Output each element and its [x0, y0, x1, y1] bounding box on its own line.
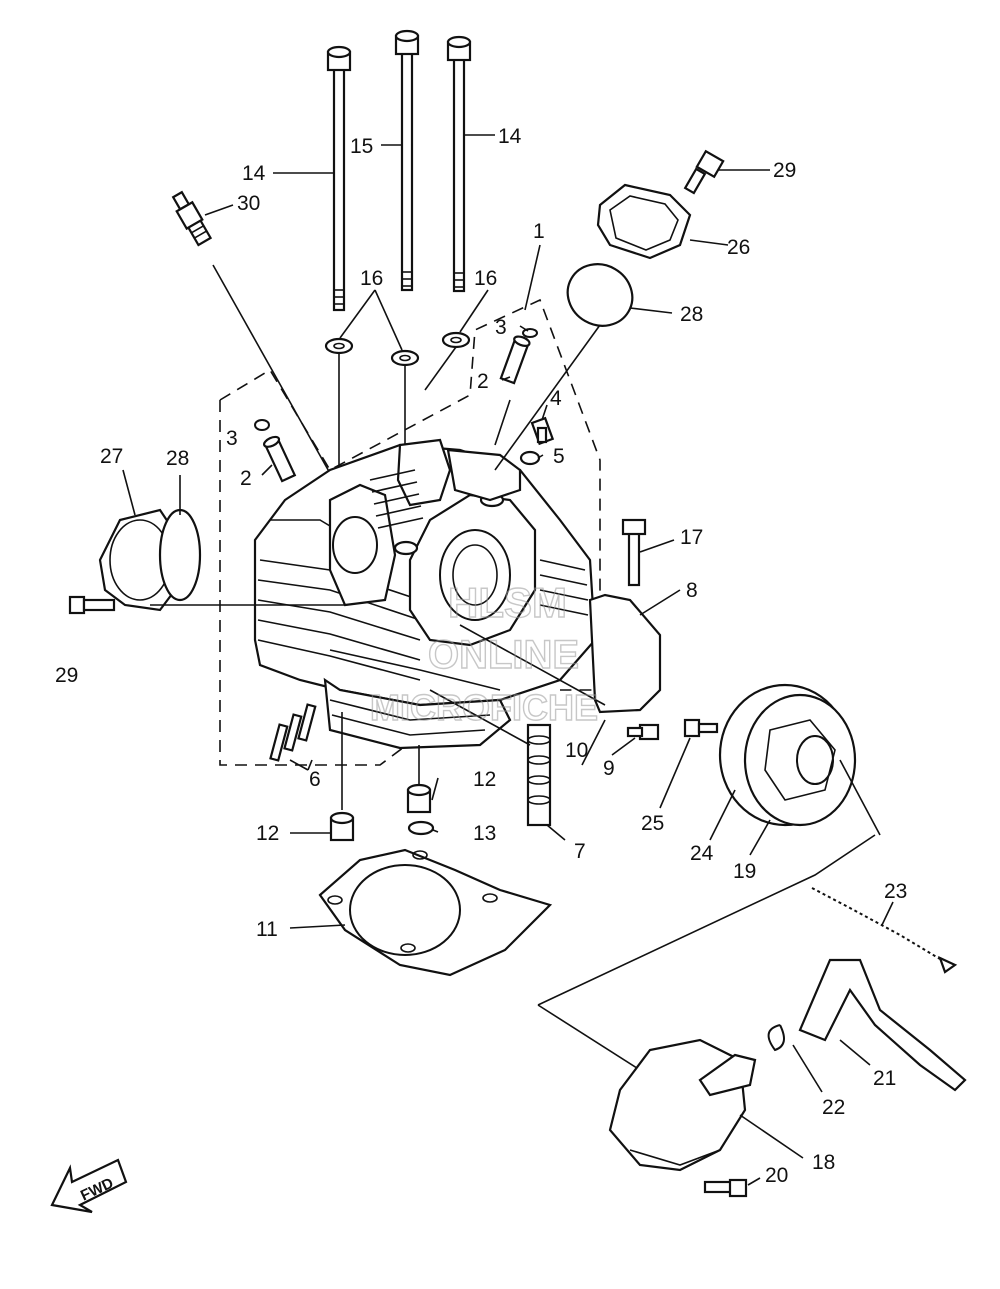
- valve-guide-right: [499, 335, 531, 385]
- callout-30: 30: [237, 192, 260, 215]
- callout-10: 10: [565, 739, 588, 762]
- callout-8: 8: [686, 579, 698, 602]
- callout-27: 27: [100, 445, 123, 468]
- callout-3: 3: [226, 427, 238, 450]
- callout-6: 6: [309, 768, 321, 791]
- hose-clip: [767, 1024, 785, 1052]
- cover-bolt: [703, 1178, 748, 1198]
- callout-14: 14: [242, 162, 266, 185]
- cap-bolt-right: [683, 149, 725, 195]
- cable-tie: [811, 887, 958, 974]
- callout-14: 14: [498, 125, 522, 148]
- callout-25: 25: [641, 812, 664, 835]
- watermark-line-3: MICROFICHE: [370, 687, 598, 728]
- seal-washer: [407, 820, 435, 836]
- callout-1: 1: [533, 220, 545, 243]
- callout-12: 12: [473, 768, 496, 791]
- fwd-arrow-icon: FWD: [50, 1158, 128, 1214]
- spark-plug: [171, 190, 213, 247]
- breather-cover: [608, 1038, 757, 1172]
- callout-5: 5: [553, 445, 565, 468]
- callout-16: 16: [360, 267, 383, 290]
- callout-26: 26: [727, 236, 750, 259]
- washer: [324, 331, 471, 367]
- cylinder-head-bolt: [326, 45, 352, 312]
- dowel-pin: [329, 783, 432, 842]
- circlip-right: [522, 328, 538, 338]
- callout-29: 29: [773, 159, 796, 182]
- leader-lines: [122, 134, 894, 1186]
- watermark-line-2: ONLINE: [428, 633, 579, 677]
- watermark: HLSM ONLINE MICROFICHE: [369, 578, 598, 728]
- callout-24: 24: [690, 842, 714, 865]
- dowel-pin-set: [269, 703, 317, 762]
- callout-2: 2: [477, 370, 489, 393]
- callout-17: 17: [680, 526, 703, 549]
- callout-2: 2: [240, 467, 252, 490]
- side-gasket: [588, 593, 662, 714]
- cap-bolt-left: [68, 595, 116, 615]
- hollow-bolt: [683, 718, 719, 738]
- callout-11: 11: [256, 918, 278, 941]
- drain-bolt: [626, 723, 660, 741]
- valve-guide-left: [263, 435, 297, 483]
- callout-13: 13: [473, 822, 496, 845]
- breather-hose: [798, 958, 967, 1092]
- plug-bolt: [530, 416, 555, 446]
- callout-3: 3: [495, 316, 507, 339]
- long-stud-bolt: [394, 29, 420, 292]
- callout-15: 15: [350, 135, 373, 158]
- camshaft-cap: [743, 693, 857, 827]
- callout-4: 4: [550, 387, 562, 410]
- callout-19: 19: [733, 860, 756, 883]
- callout-9: 9: [603, 757, 615, 780]
- circlip-left: [254, 419, 270, 431]
- callout-7: 7: [574, 840, 586, 863]
- callout-12: 12: [256, 822, 279, 845]
- o-ring-left: [158, 508, 202, 602]
- callout-labels: 1 2 2 3 3 4 5 6 7 8 9 10 11 12 12 13 14 …: [55, 125, 907, 1187]
- dowel-spring: [526, 723, 552, 827]
- head-gasket: [318, 848, 553, 977]
- callout-22: 22: [822, 1096, 845, 1119]
- intake-cover: [98, 508, 202, 612]
- o-ring-top: [566, 263, 634, 327]
- callout-29: 29: [55, 664, 78, 687]
- watermark-line-1: HLSM: [448, 579, 567, 626]
- cylinder-head-bolt-2: [446, 35, 472, 293]
- callout-28: 28: [680, 303, 703, 326]
- callout-23: 23: [884, 880, 907, 903]
- callout-21: 21: [873, 1067, 896, 1090]
- tappet-cover: [596, 183, 692, 260]
- callout-16: 16: [474, 267, 497, 290]
- callout-18: 18: [812, 1151, 835, 1174]
- gasket-washer: [519, 450, 541, 466]
- callout-28: 28: [166, 447, 189, 470]
- callout-20: 20: [765, 1164, 788, 1187]
